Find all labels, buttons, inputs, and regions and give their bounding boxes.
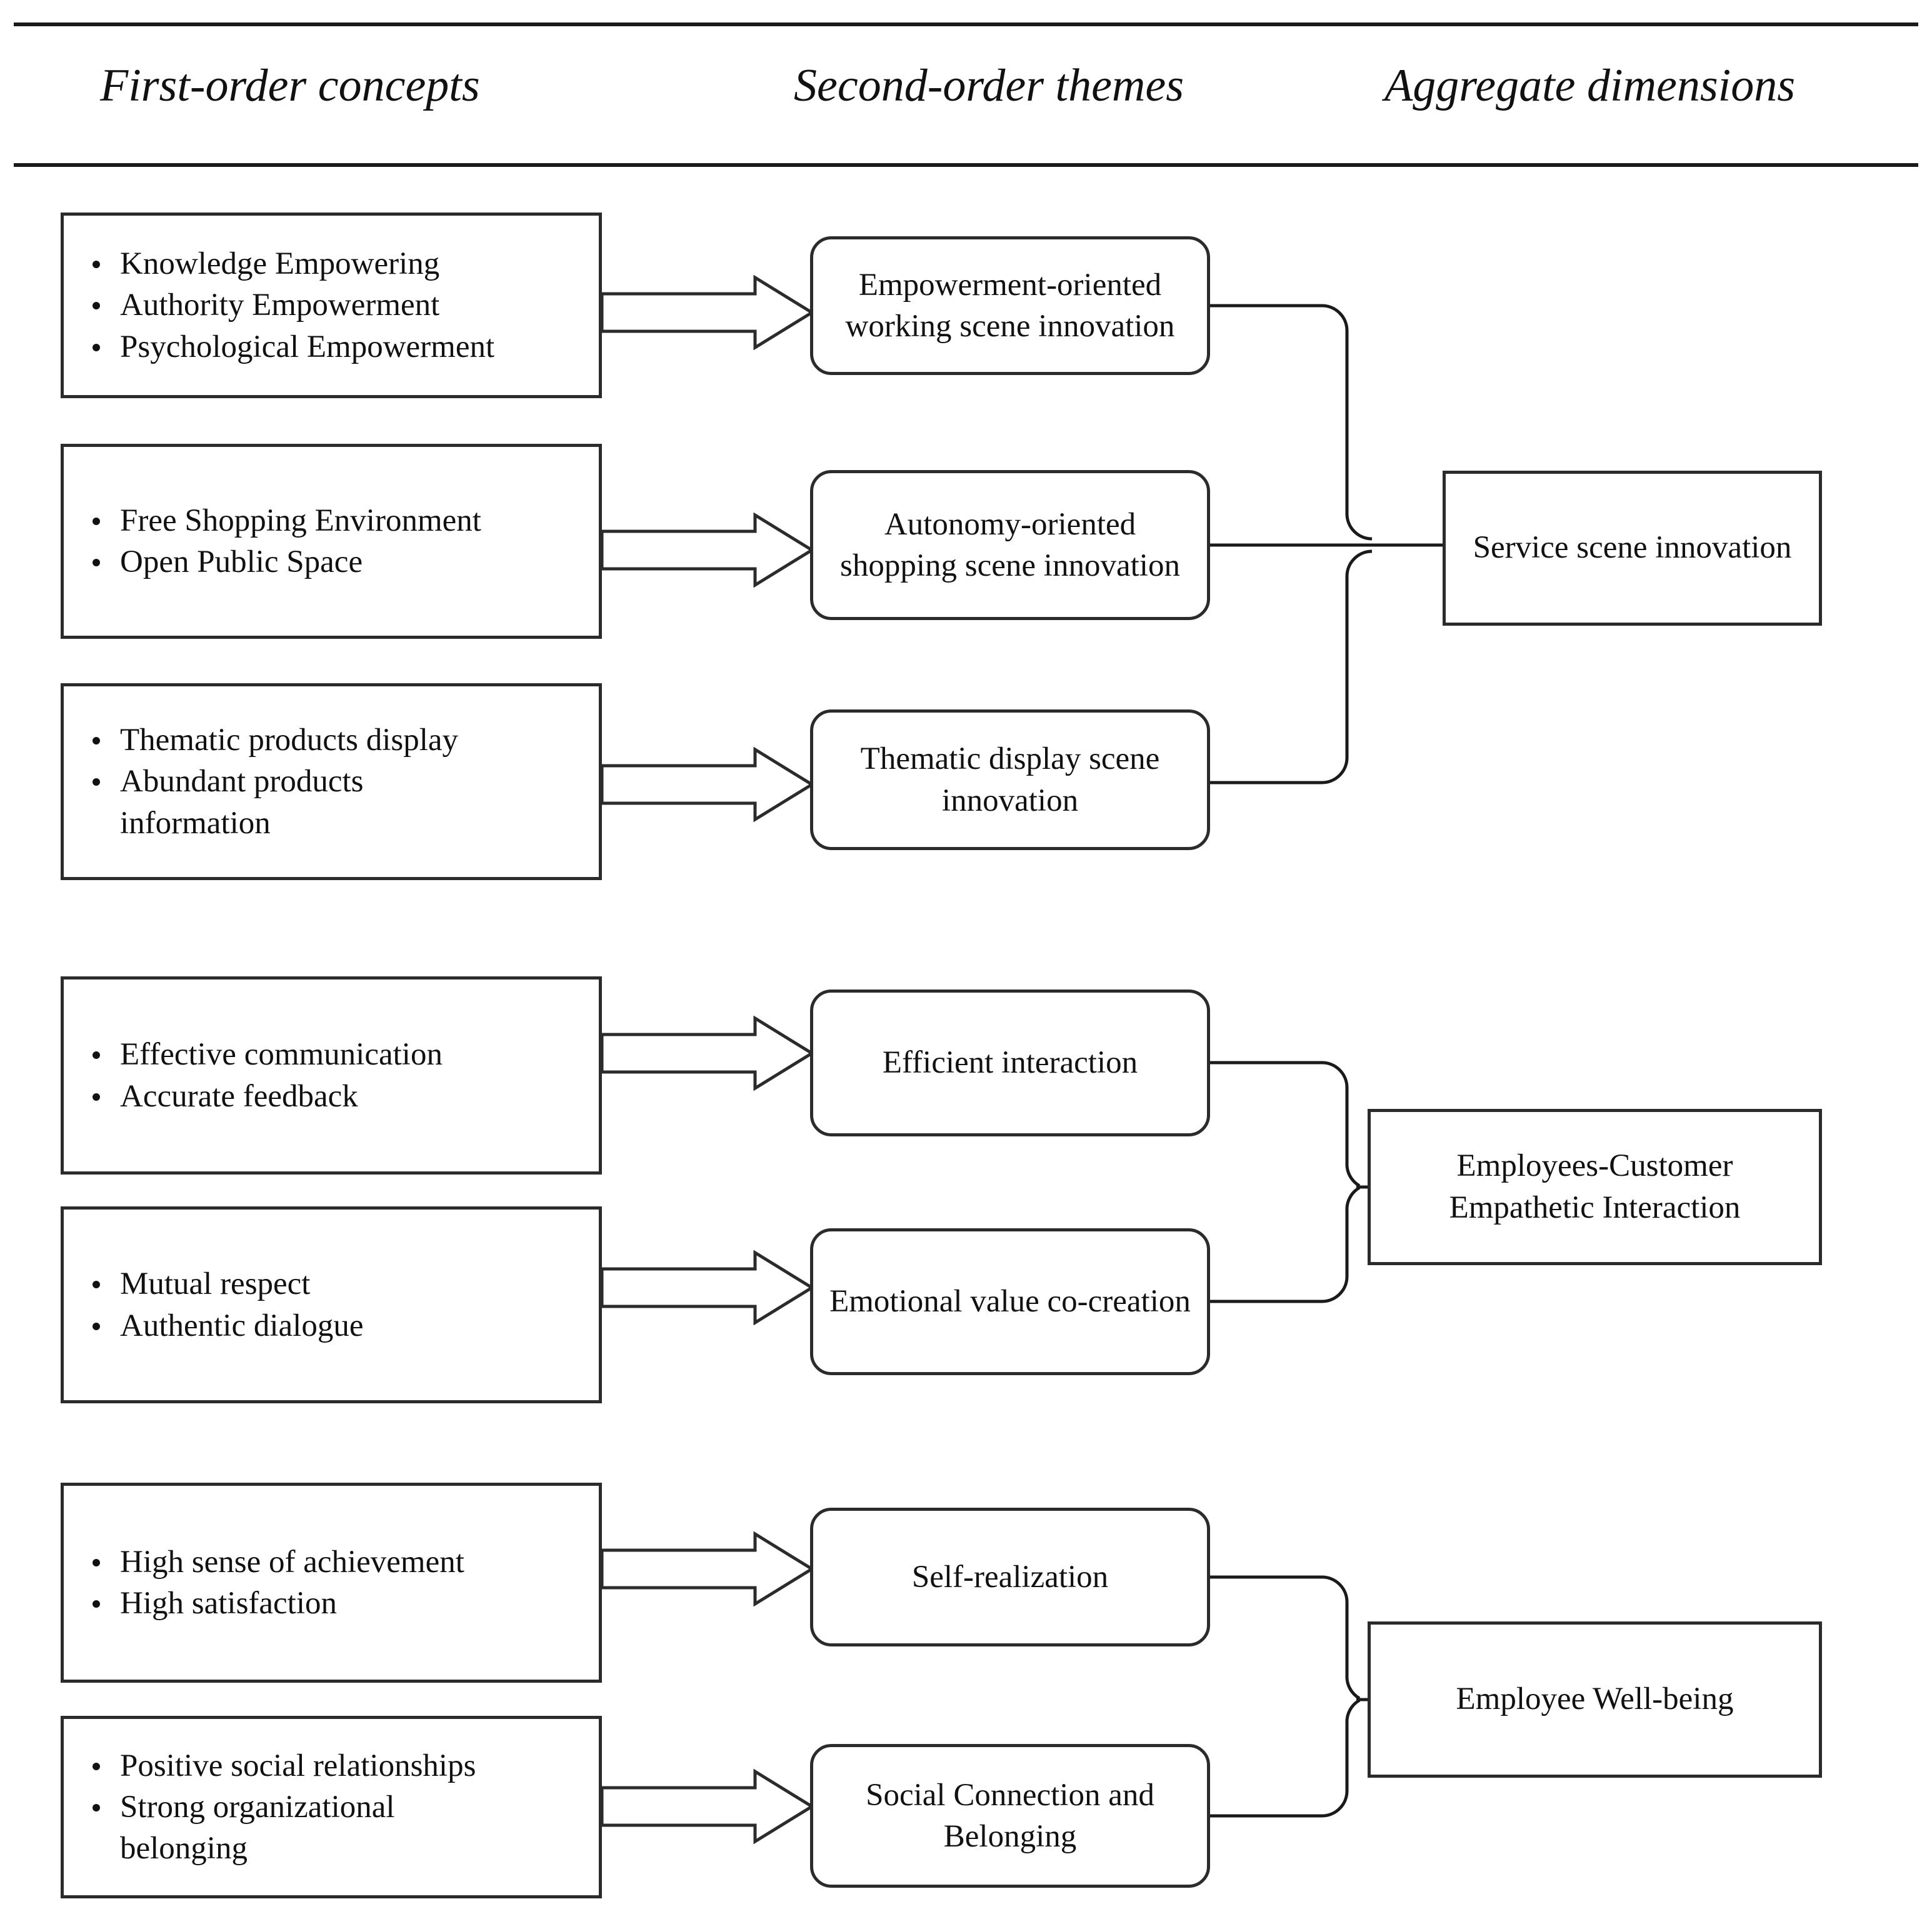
first-order-box-2: Free Shopping Environment Open Public Sp… bbox=[61, 444, 602, 639]
list-item: Effective communication bbox=[93, 1034, 599, 1075]
list-item: Strong organizational belonging bbox=[93, 1786, 599, 1870]
aggregate-box-3: Employee Well-being bbox=[1368, 1621, 1822, 1778]
first-order-box-3: Thematic products display Abundant produ… bbox=[61, 683, 602, 880]
second-order-box-6: Self-realization bbox=[810, 1508, 1210, 1646]
second-order-box-2: Autonomy-oriented shopping scene innovat… bbox=[810, 470, 1210, 620]
list-item: Mutual respect bbox=[93, 1263, 599, 1305]
first-order-box-7: Positive social relationships Strong org… bbox=[61, 1716, 602, 1898]
bullet-list: Positive social relationships Strong org… bbox=[64, 1745, 599, 1870]
bullet-list: Free Shopping Environment Open Public Sp… bbox=[64, 500, 599, 583]
bullet-list: Knowledge Empowering Authority Empowerme… bbox=[64, 243, 599, 368]
list-item: High sense of achievement bbox=[93, 1541, 599, 1583]
flow-arrow-4 bbox=[602, 1016, 814, 1091]
second-order-box-1: Empowerment-oriented working scene innov… bbox=[810, 236, 1210, 375]
flow-arrow-7 bbox=[602, 1769, 814, 1844]
list-item: Authentic dialogue bbox=[93, 1305, 599, 1346]
bracket-connector-1 bbox=[1206, 294, 1456, 813]
aggregate-box-2: Employees-Customer Empathetic Interactio… bbox=[1368, 1109, 1822, 1265]
first-order-box-1: Knowledge Empowering Authority Empowerme… bbox=[61, 213, 602, 398]
column-header-second-order: Second-order themes bbox=[794, 60, 1184, 111]
bracket-connector-2 bbox=[1206, 1038, 1369, 1338]
list-item: Accurate feedback bbox=[93, 1076, 599, 1117]
flow-arrow-3 bbox=[602, 747, 814, 822]
column-header-first-order: First-order concepts bbox=[100, 60, 480, 111]
list-item: Positive social relationships bbox=[93, 1745, 599, 1786]
list-item: Abundant products information bbox=[93, 761, 599, 844]
list-item: Knowledge Empowering bbox=[93, 243, 599, 284]
bullet-list: High sense of achievement High satisfact… bbox=[64, 1541, 599, 1625]
second-order-box-7: Social Connection and Belonging bbox=[810, 1744, 1210, 1888]
bullet-list: Mutual respect Authentic dialogue bbox=[64, 1263, 599, 1346]
column-header-aggregate: Aggregate dimensions bbox=[1384, 60, 1796, 111]
flow-arrow-2 bbox=[602, 513, 814, 588]
bracket-connector-3 bbox=[1206, 1550, 1369, 1850]
list-item: Psychological Empowerment bbox=[93, 326, 599, 368]
first-order-box-5: Mutual respect Authentic dialogue bbox=[61, 1206, 602, 1403]
header-rule-top bbox=[14, 23, 1918, 26]
list-item: High satisfaction bbox=[93, 1583, 599, 1624]
list-item: Thematic products display bbox=[93, 719, 599, 761]
first-order-box-6: High sense of achievement High satisfact… bbox=[61, 1483, 602, 1683]
header-rule-bottom bbox=[14, 163, 1918, 167]
bullet-list: Effective communication Accurate feedbac… bbox=[64, 1034, 599, 1117]
second-order-box-3: Thematic display scene innovation bbox=[810, 709, 1210, 850]
flow-arrow-5 bbox=[602, 1250, 814, 1325]
flow-arrow-6 bbox=[602, 1531, 814, 1606]
bullet-list: Thematic products display Abundant produ… bbox=[64, 719, 599, 844]
second-order-box-5: Emotional value co-creation bbox=[810, 1228, 1210, 1375]
list-item: Authority Empowerment bbox=[93, 284, 599, 326]
flow-arrow-1 bbox=[602, 275, 814, 350]
aggregate-box-1: Service scene innovation bbox=[1443, 471, 1822, 626]
first-order-box-4: Effective communication Accurate feedbac… bbox=[61, 976, 602, 1175]
list-item: Free Shopping Environment bbox=[93, 500, 599, 541]
list-item: Open Public Space bbox=[93, 541, 599, 583]
second-order-box-4: Efficient interaction bbox=[810, 990, 1210, 1136]
